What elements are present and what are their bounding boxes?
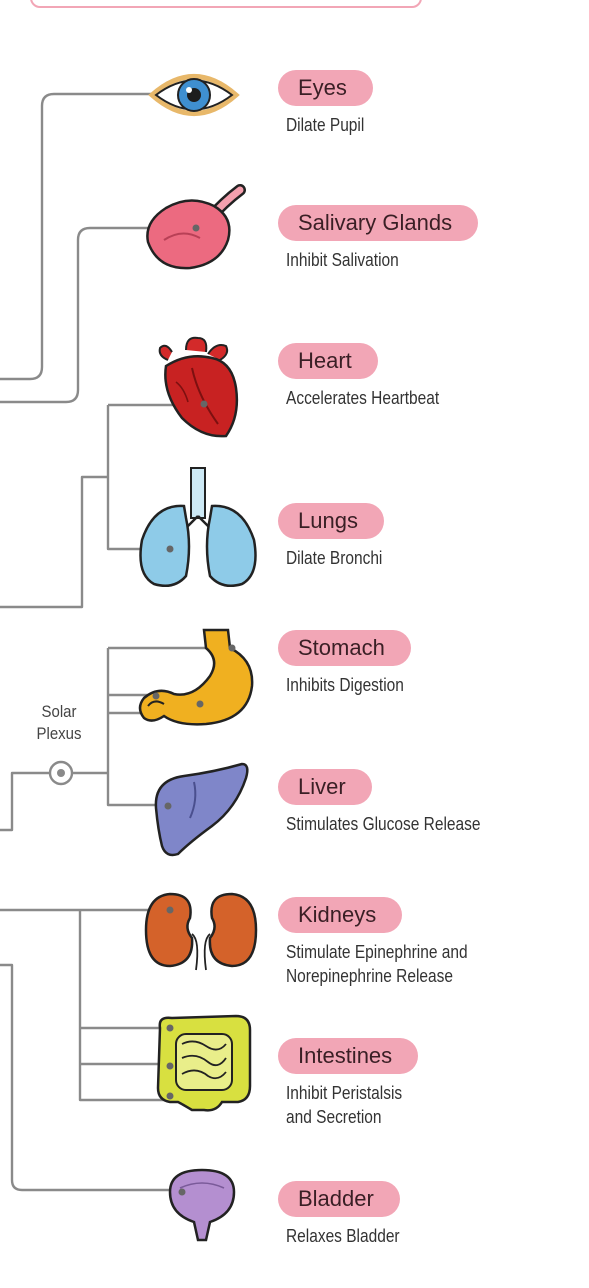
solar-plexus-node [50, 762, 72, 784]
effect-line: Stimulate Epinephrine and [286, 940, 468, 964]
effect-line: Inhibits Digestion [286, 673, 404, 697]
organ-label-kidneys: Kidneys Stimulate Epinephrine and Norepi… [278, 897, 497, 988]
organ-label-heart: Heart Accelerates Heartbeat [278, 343, 464, 410]
bladder-icon [164, 1164, 240, 1242]
organ-effect-bladder: Relaxes Bladder [286, 1224, 400, 1248]
effect-line: Dilate Pupil [286, 113, 364, 137]
organ-effect-salivary-glands: Inhibit Salivation [286, 248, 451, 272]
solar-plexus-label-line1: Solar [25, 701, 94, 723]
effect-line: and Secretion [286, 1105, 402, 1129]
heart-icon [152, 332, 246, 442]
organ-label-stomach: Stomach Inhibits Digestion [278, 630, 423, 697]
intestines-icon [152, 1008, 256, 1116]
lungs-icon [134, 466, 262, 590]
organ-effect-heart: Accelerates Heartbeat [286, 386, 439, 410]
eye-icon [148, 66, 240, 124]
organ-label-liver: Liver Stimulates Glucose Release [278, 769, 512, 836]
organ-name-lungs: Lungs [278, 503, 384, 539]
salivary-glands-icon [138, 182, 256, 274]
kidneys-icon [140, 888, 262, 972]
effect-line: Inhibit Peristalsis [286, 1081, 402, 1105]
organ-effect-intestines: Inhibit Peristalsis and Secretion [286, 1081, 402, 1129]
organ-label-salivary-glands: Salivary Glands Inhibit Salivation [278, 205, 478, 272]
organ-label-eyes: Eyes Dilate Pupil [278, 70, 377, 137]
organ-name-kidneys: Kidneys [278, 897, 402, 933]
solar-plexus-label: Solar Plexus [25, 701, 94, 745]
organ-name-liver: Liver [278, 769, 372, 805]
effect-line: Inhibit Salivation [286, 248, 451, 272]
organ-effect-liver: Stimulates Glucose Release [286, 812, 480, 836]
organ-label-lungs: Lungs Dilate Bronchi [278, 503, 398, 570]
stomach-icon [134, 624, 260, 730]
organ-name-salivary-glands: Salivary Glands [278, 205, 478, 241]
organ-name-bladder: Bladder [278, 1181, 400, 1217]
organ-effect-kidneys: Stimulate Epinephrine and Norepinephrine… [286, 940, 468, 988]
effect-line: Dilate Bronchi [286, 546, 382, 570]
organ-effect-lungs: Dilate Bronchi [286, 546, 382, 570]
organ-name-eyes: Eyes [278, 70, 373, 106]
effect-line: Stimulates Glucose Release [286, 812, 480, 836]
organ-label-intestines: Intestines Inhibit Peristalsis and Secre… [278, 1038, 421, 1129]
effect-line: Relaxes Bladder [286, 1224, 400, 1248]
organ-effect-eyes: Dilate Pupil [286, 113, 364, 137]
liver-icon [150, 760, 252, 860]
effect-line: Norepinephrine Release [286, 964, 468, 988]
organ-name-stomach: Stomach [278, 630, 411, 666]
solar-plexus-label-line2: Plexus [25, 723, 94, 745]
organ-effect-stomach: Inhibits Digestion [286, 673, 404, 697]
organ-name-intestines: Intestines [278, 1038, 418, 1074]
organ-name-heart: Heart [278, 343, 378, 379]
effect-line: Accelerates Heartbeat [286, 386, 439, 410]
organ-label-bladder: Bladder Relaxes Bladder [278, 1181, 418, 1248]
